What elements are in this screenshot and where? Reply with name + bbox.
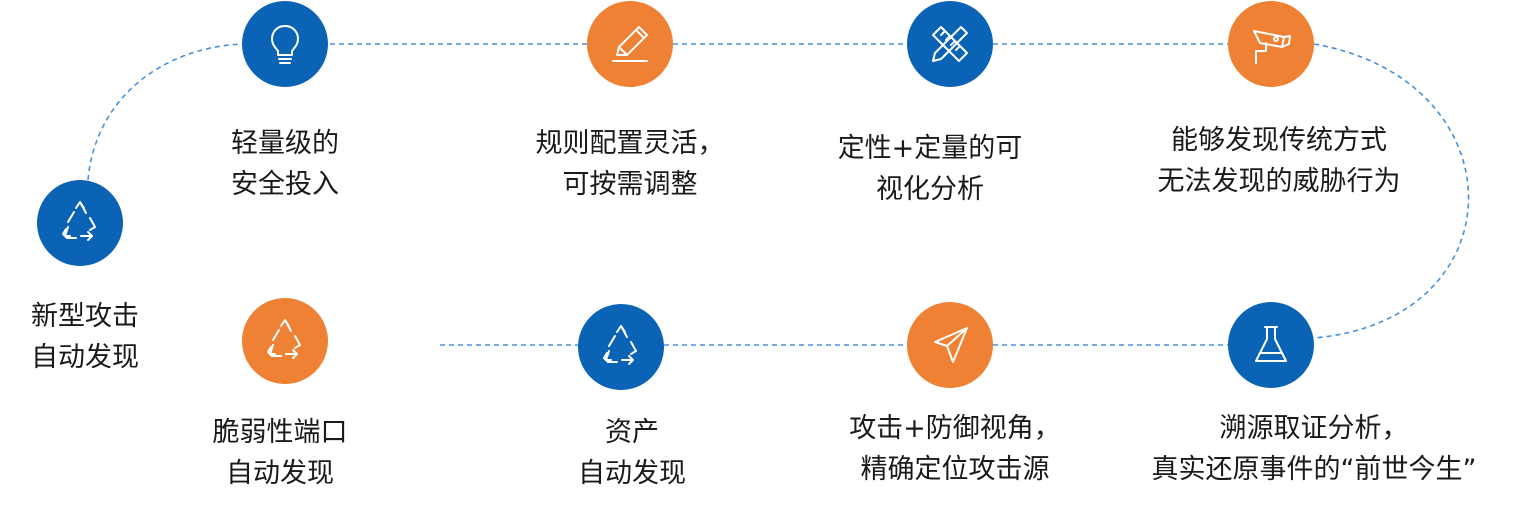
- label-line: 新型攻击: [31, 301, 139, 332]
- node-weak-ports: [242, 298, 328, 384]
- node-lightweight: [242, 1, 328, 87]
- label-new-attack: 新型攻击 自动发现: [0, 296, 275, 378]
- node-assets: [578, 304, 664, 390]
- label-lightweight: 轻量级的 安全投入: [95, 123, 475, 205]
- security-camera-icon: [1253, 30, 1291, 64]
- label-line: 可按需调整: [562, 169, 698, 200]
- label-line: 精确定位攻击源: [860, 454, 1050, 485]
- label-line: 轻量级的: [231, 128, 339, 159]
- node-rules: [587, 1, 673, 87]
- label-line: 自动发现: [226, 458, 334, 489]
- label-line: 攻击+防御视角，: [849, 413, 1061, 444]
- label-weak-ports: 脆弱性端口 自动发现: [90, 412, 470, 494]
- label-assets: 资产 自动发现: [442, 412, 822, 494]
- label-line: 真实还原事件的“前世今生”: [1151, 454, 1477, 485]
- ruler-pencil-icon: [932, 26, 968, 62]
- label-trace: 溯源取证分析， 真实还原事件的“前世今生”: [1124, 408, 1504, 490]
- recycle-icon: [62, 201, 96, 241]
- label-line: 资产: [605, 417, 659, 448]
- pencil-icon: [612, 26, 648, 62]
- label-line: 规则配置灵活，: [535, 128, 725, 159]
- label-line: 脆弱性端口: [212, 417, 348, 448]
- node-trace: [1228, 302, 1314, 388]
- label-attack-defense: 攻击+防御视角， 精确定位攻击源: [765, 408, 1145, 490]
- label-line: 溯源取证分析，: [1219, 413, 1409, 444]
- label-line: 定性+定量的可: [837, 133, 1023, 164]
- label-line: 安全投入: [231, 169, 339, 200]
- label-line: 能够发现传统方式: [1171, 125, 1387, 156]
- connector-threat-to-trace-curve: [1313, 43, 1470, 339]
- label-line: 无法发现的威胁行为: [1157, 166, 1401, 197]
- node-threat: [1228, 1, 1314, 87]
- lightbulb-icon: [271, 25, 299, 64]
- node-visual: [907, 1, 993, 87]
- label-rules: 规则配置灵活， 可按需调整: [440, 123, 820, 205]
- paper-plane-icon: [934, 327, 968, 363]
- label-visual: 定性+定量的可 视化分析: [740, 128, 1120, 210]
- node-new-attack: [37, 180, 123, 266]
- label-line: 自动发现: [578, 458, 686, 489]
- label-line: 视化分析: [876, 174, 984, 205]
- label-threat: 能够发现传统方式 无法发现的威胁行为: [1089, 120, 1469, 202]
- label-line: 自动发现: [31, 342, 139, 373]
- connector-start-to-lightweight: [87, 43, 243, 181]
- recycle-icon: [603, 325, 637, 365]
- node-attack-defense: [907, 302, 993, 388]
- flask-icon: [1255, 326, 1287, 362]
